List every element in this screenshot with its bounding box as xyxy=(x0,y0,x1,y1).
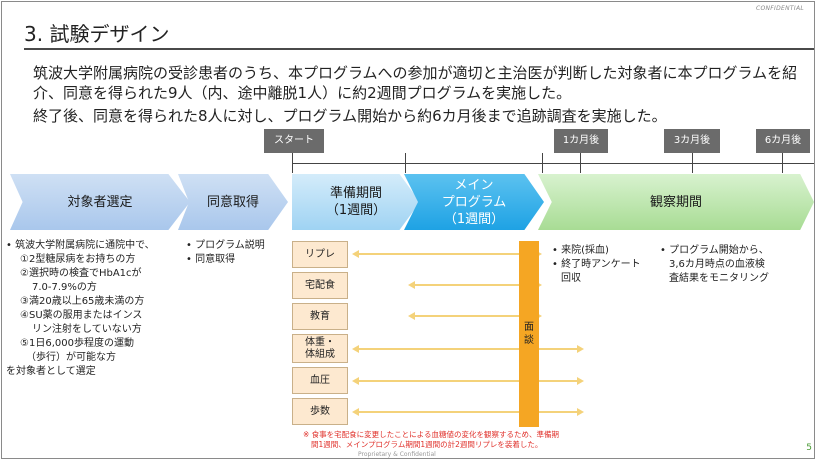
confidential-label: CONFIDENTIAL xyxy=(755,5,804,12)
program-item-replay: リプレ xyxy=(292,241,348,268)
program-item-education: 教育 xyxy=(292,303,348,330)
program-item-delivery: 宅配食 xyxy=(292,272,348,299)
proprietary-label: Proprietary & Confidential xyxy=(358,451,436,458)
page-title: 3. 試験デザイン xyxy=(24,22,170,46)
criteria-line: ⑤1日6,000歩程度の運動 xyxy=(20,338,134,349)
intro-paragraph-1: 筑波大学附属病院の受診患者のうち、本プログラムへの参加が適切と主治医が判断した対… xyxy=(33,64,798,102)
timeline-label-3m: 3カ月後 xyxy=(664,129,720,153)
stage-main-label-1: メイン xyxy=(454,177,494,193)
criteria-line: ④SU薬の服用またはインス xyxy=(20,310,143,321)
criteria-line: ①2型糖尿病をお持ちの方 xyxy=(20,254,136,265)
body-period-arrow xyxy=(352,345,584,353)
stage-observation-label: 観察期間 xyxy=(649,194,702,210)
timeline-tick-week1 xyxy=(405,153,406,173)
program-item-label: 血圧 xyxy=(310,374,330,386)
program-item-steps: 歩数 xyxy=(292,398,348,425)
intro-text: 筑波大学附属病院の受診患者のうち、本プログラムへの参加が適切と主治医が判断した対… xyxy=(33,63,803,126)
observation-item: • 来院(採血) xyxy=(552,245,609,256)
stage-consent-label: 同意取得 xyxy=(206,194,259,210)
observation-list-1: • 来院(採血) • 終了時アンケート 回収 xyxy=(552,244,641,286)
timeline-tick-start xyxy=(292,153,293,173)
program-item-label: 宅配食 xyxy=(305,279,335,291)
program-item-body: 体重・ 体組成 xyxy=(292,334,348,363)
title-divider xyxy=(24,48,814,50)
consent-list: • プログラム説明 • 同意取得 xyxy=(186,239,265,267)
stage-selection: 対象者選定 xyxy=(10,174,190,230)
interview-label-2: 談 xyxy=(524,335,534,346)
timeline-tick-week2 xyxy=(542,153,543,173)
timeline-tick-1m xyxy=(580,153,581,173)
stage-prep-label-2: （1週間） xyxy=(325,203,387,218)
stage-main-program: メイン プログラム （1週間） xyxy=(404,174,544,230)
timeline-tick-3m xyxy=(692,153,693,173)
page-number: 5 xyxy=(806,443,812,453)
program-item-bp: 血圧 xyxy=(292,367,348,394)
criteria-line: 7.0-7.9%の方 xyxy=(32,282,97,293)
consent-item: • 同意取得 xyxy=(186,254,236,265)
program-item-label: 体組成 xyxy=(305,348,335,360)
criteria-line: ③満20歳以上65歳未満の方 xyxy=(20,296,145,307)
footnote-line: ※ 食事を宅配食に変更したことによる血糖値の変化を観察するため、準備期 xyxy=(303,430,559,439)
stage-selection-label: 対象者選定 xyxy=(67,194,133,210)
stage-consent: 同意取得 xyxy=(178,174,288,230)
stage-observation: 観察期間 xyxy=(538,174,814,230)
criteria-line: ②選択時の検査でHbA1cが xyxy=(20,268,142,279)
criteria-line: リン注射をしていない方 xyxy=(32,324,142,335)
observation-item: 査結果をモニタリング xyxy=(669,273,769,284)
observation-item: • 終了時アンケート xyxy=(552,259,641,270)
program-item-label: 歩数 xyxy=(310,405,330,417)
observation-list-2: • プログラム開始から、 3,6カ月時点の血液検 査結果をモニタリング xyxy=(660,244,769,286)
timeline-label-start: スタート xyxy=(264,129,324,153)
observation-item: 回収 xyxy=(561,273,581,284)
criteria-line: （歩行）が可能な方 xyxy=(26,352,116,363)
stage-prep-label-1: 準備期間 xyxy=(329,186,382,201)
timeline-label-6m: 6カ月後 xyxy=(756,129,810,153)
observation-item: • プログラム開始から、 xyxy=(660,245,769,256)
bp-period-arrow xyxy=(352,377,584,385)
selection-criteria-list: • 筑波大学附属病院に通院中で、 ①2型糖尿病をお持ちの方 ②選択時の検査でHb… xyxy=(6,239,155,379)
stage-main-label-3: （1週間） xyxy=(443,211,505,227)
timeline-tick-6m xyxy=(782,153,783,173)
footnote: ※ 食事を宅配食に変更したことによる血糖値の変化を観察するため、準備期 間1週間… xyxy=(303,430,593,450)
interview-label-1: 面 xyxy=(524,322,534,333)
program-item-label: リプレ xyxy=(305,248,335,260)
interview-bar: 面 談 xyxy=(519,241,539,427)
stage-preparation: 準備期間 （1週間） xyxy=(292,174,420,230)
program-item-label: 体重・ xyxy=(305,336,335,348)
observation-item: 3,6カ月時点の血液検 xyxy=(669,259,765,270)
stage-main-label-2: プログラム xyxy=(441,194,507,210)
criteria-line: を対象者として選定 xyxy=(6,366,96,377)
steps-period-arrow xyxy=(352,408,584,416)
criteria-line: • 筑波大学附属病院に通院中で、 xyxy=(6,240,155,251)
timeline-label-1m: 1カ月後 xyxy=(554,129,608,153)
timeline-axis xyxy=(292,163,814,164)
consent-item: • プログラム説明 xyxy=(186,240,265,251)
footnote-line: 間1週間、メインプログラム期間1週間の計2週間リプレを装着した。 xyxy=(311,440,543,449)
replay-period-arrow xyxy=(352,250,542,258)
intro-paragraph-2: 終了後、同意を得られた8人に対し、プログラム開始から約6カ月後まで追跡調査を実施… xyxy=(33,107,667,125)
program-item-label: 教育 xyxy=(310,310,330,322)
